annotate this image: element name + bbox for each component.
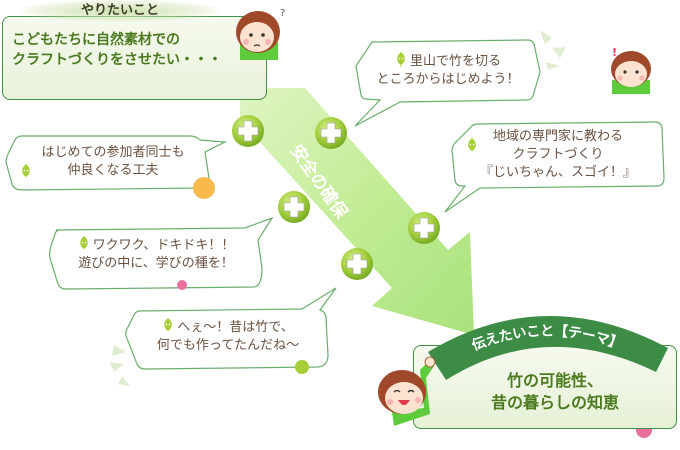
happy-girl-character [378,356,436,426]
bubble-expert: 地域の専門家に教わる クラフトづくり 『じいちゃん、スゴイ！』 [458,128,658,182]
surprised-boy-character: ! [611,46,651,94]
dot-orange [193,177,215,199]
theme-text: 竹の可能性、 昔の暮らしの知恵 [490,371,619,412]
leaf-icon [79,236,88,249]
want-line-2: クラフトづくりをさせたい・・・ [12,52,222,68]
bubble-hee-shape [125,287,337,370]
worried-girl-character: ? [236,8,285,60]
want-to-do-title: やりたいこと [20,0,220,22]
question-mark-icon: ? [280,8,285,19]
dot-green [295,360,309,374]
leaf-icon [164,318,172,331]
want-to-do-text: こどもたちに自然素材での クラフトづくりをさせたい・・・ [12,30,262,70]
bubble-satoyama: 里山で竹を切る ところからはじめよう！ [376,52,520,87]
leaf-icon [468,138,476,151]
safety-arrow [240,88,474,335]
bubble-expert-shape [444,121,665,213]
bubble-nakama-shape [5,135,228,191]
leaf-icon [22,164,30,177]
sparkle-decoration [110,30,566,386]
dot-pink-small [177,280,187,290]
bubble-nakama: はじめての参加者同士も 仲良くなる工夫 [18,144,208,180]
bubble-wakuwaku-shape [49,216,274,290]
bubble-hee: へぇ～！昔は竹で、 何でも作ってたんだね～ [156,318,300,353]
exclamation-mark-icon: ! [612,46,617,59]
leaf-icon [397,52,405,67]
bubble-wakuwaku: ワクワク、ドキドキ！！ 遊びの中に、学びの種を！ [78,236,235,271]
want-line-1: こどもたちに自然素材での [12,32,180,48]
